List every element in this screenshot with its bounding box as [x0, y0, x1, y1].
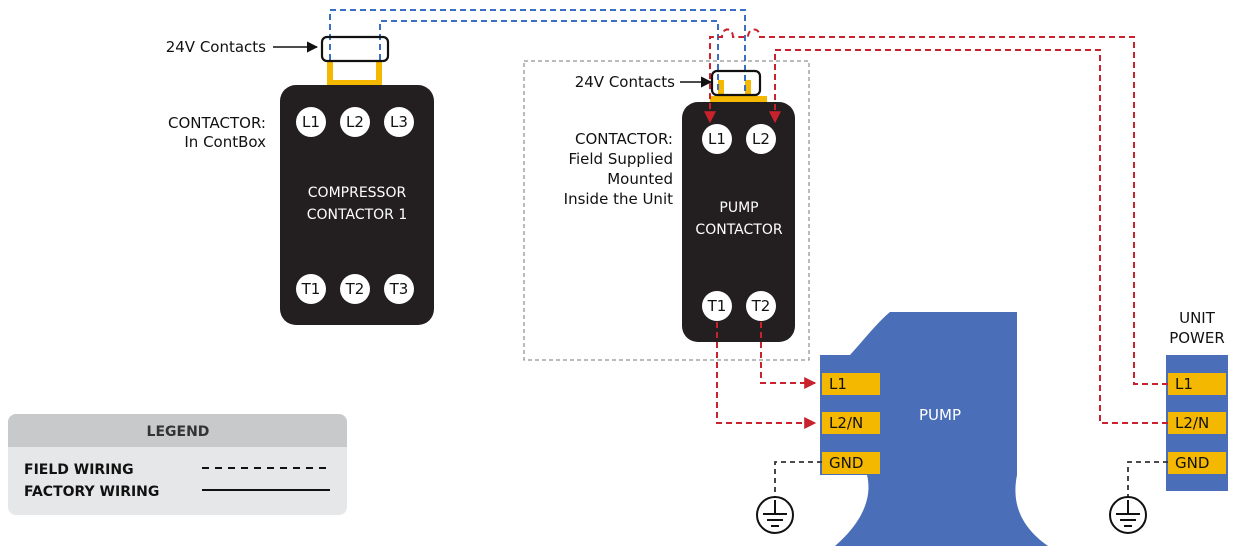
- pump-terminal-l2-label: L2: [752, 130, 770, 148]
- legend-factory-wiring-label: FACTORY WIRING: [24, 484, 159, 500]
- legend-field-wiring-label: FIELD WIRING: [24, 462, 134, 478]
- pump-ground-icon: [756, 496, 794, 534]
- pump-caption-line1: CONTACTOR:: [575, 130, 673, 148]
- pump-24v-contacts-box: [710, 69, 762, 97]
- unit-tb-gnd: [1168, 452, 1226, 474]
- unit-tb-gnd-label: GND: [1175, 454, 1209, 472]
- pump-caption-line2: Field Supplied: [568, 150, 673, 168]
- control-wiring: [329, 9, 746, 95]
- pump-terminal-t2: [746, 291, 776, 321]
- pump-body: [820, 312, 1048, 546]
- pump-contactor-name-line2: CONTACTOR: [695, 222, 782, 238]
- compressor-terminal-l2-label: L2: [346, 113, 364, 131]
- power-wiring: [704, 28, 1168, 429]
- unit-power-terminal-block: UNIT POWER L1 L2/N GND: [1168, 309, 1226, 474]
- power-wire-t1-pump-l2: [716, 322, 817, 429]
- compressor-terminal-t2-label: T2: [345, 280, 365, 298]
- pump-contactor-name-line1: PUMP: [719, 200, 758, 216]
- pump-tb-l2n-label: L2/N: [829, 414, 863, 432]
- pump-tb-l1: [822, 373, 880, 395]
- compressor-terminal-t1: [296, 274, 326, 304]
- pump-terminal-t2-label: T2: [751, 297, 771, 315]
- compressor-24v-contacts-box: [320, 35, 390, 63]
- pump-terminal-l1: [702, 124, 732, 154]
- compressor-terminal-t3: [384, 274, 414, 304]
- unit-power-title-line2: POWER: [1169, 329, 1225, 347]
- compressor-terminal-l3: [384, 107, 414, 137]
- control-wire-1: [329, 9, 746, 95]
- compressor-terminal-l2: [340, 107, 370, 137]
- unit-enclosure-boundary: [523, 60, 810, 361]
- ground-wiring: [774, 461, 1168, 497]
- unit-power-title-line1: UNIT: [1179, 309, 1216, 327]
- compressor-contactor: L1 L2 L3 COMPRESSOR CONTACTOR 1 T1 T2 T3…: [166, 38, 434, 325]
- compressor-terminal-t1-label: T1: [301, 280, 321, 298]
- compressor-contact-tab-right: [352, 60, 382, 87]
- pump-label: PUMP: [919, 406, 961, 424]
- pump-terminal-t1: [702, 291, 732, 321]
- compressor-terminal-t3-label: T3: [389, 280, 409, 298]
- pump-terminal-block: L1 L2/N GND: [822, 373, 880, 474]
- control-wire-2: [379, 20, 719, 95]
- pump-contact-tab-left: [710, 80, 739, 103]
- pump-contact-tab-right: [738, 80, 767, 103]
- compressor-contactor-name-line1: COMPRESSOR: [308, 185, 407, 201]
- compressor-caption-line1: CONTACTOR:: [168, 114, 266, 132]
- unit-ground-wire: [1127, 461, 1168, 497]
- pump-tb-l1-label: L1: [829, 375, 847, 393]
- pump-terminal-l2: [746, 124, 776, 154]
- compressor-caption-line2: In ContBox: [184, 133, 266, 151]
- power-wire-t2-pump-l1: [760, 322, 817, 389]
- unit-tb-l1: [1168, 373, 1226, 395]
- pump-ground-wire: [774, 461, 822, 497]
- compressor-contact-tab-left: [327, 60, 357, 87]
- pump-caption-line3: Mounted: [607, 170, 673, 188]
- pump-terminal-t1-label: T1: [707, 297, 727, 315]
- pump: PUMP: [820, 312, 1048, 546]
- unit-ground-icon: [1109, 496, 1147, 534]
- unit-tb-l2n-label: L2/N: [1175, 414, 1209, 432]
- pump-contacts-label: 24V Contacts: [575, 73, 675, 91]
- legend: LEGEND FIELD WIRING FACTORY WIRING: [8, 414, 347, 515]
- compressor-terminal-l1: [296, 107, 326, 137]
- pump-contactor: L1 L2 PUMP CONTACTOR T1 T2 24V Contacts …: [523, 60, 810, 361]
- legend-header: [8, 414, 347, 447]
- compressor-contactor-name-line2: CONTACTOR 1: [307, 207, 408, 223]
- compressor-terminal-t2: [340, 274, 370, 304]
- compressor-terminal-l1-label: L1: [302, 113, 320, 131]
- unit-tb-l1-label: L1: [1175, 375, 1193, 393]
- pump-caption-line4: Inside the Unit: [564, 190, 673, 208]
- pump-tb-gnd-label: GND: [829, 454, 863, 472]
- pump-tb-gnd: [822, 452, 880, 474]
- pump-contactor-body: [682, 102, 795, 342]
- compressor-terminal-l3-label: L3: [390, 113, 408, 131]
- pump-terminal-l1-label: L1: [708, 130, 726, 148]
- legend-title: LEGEND: [147, 424, 210, 440]
- unit-tb-l2n: [1168, 412, 1226, 434]
- compressor-contacts-label: 24V Contacts: [166, 38, 266, 56]
- pump-tb-l2n: [822, 412, 880, 434]
- compressor-contactor-body: [280, 85, 434, 325]
- power-wire-l1-supply: [769, 49, 1168, 424]
